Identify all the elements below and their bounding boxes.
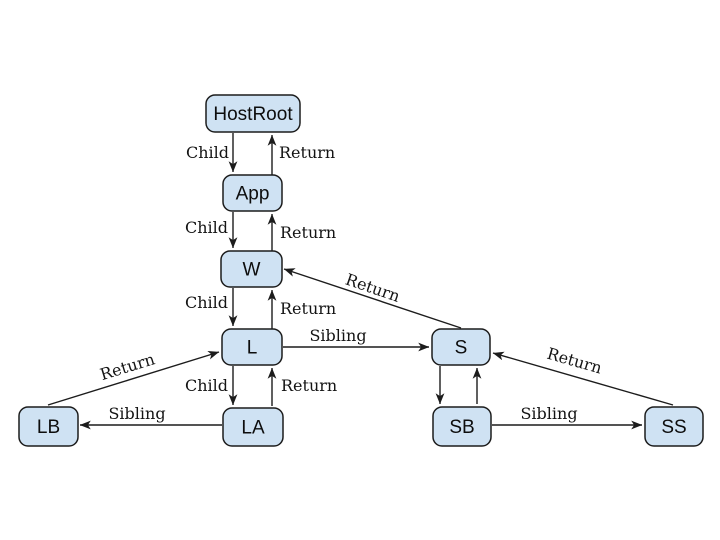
node-label-SB: SB <box>449 417 474 438</box>
edge-label-L-W: Return <box>280 299 336 318</box>
node-App <box>222 174 283 212</box>
node-SS <box>644 406 704 447</box>
edge-label-HostRoot-App: Child <box>186 143 229 162</box>
node-SB <box>432 406 492 447</box>
node-label-LB: LB <box>37 417 60 438</box>
edge-label-W-App: Return <box>280 223 336 242</box>
edge-label-App-W: Child <box>185 218 228 237</box>
node-label-S: S <box>455 338 468 359</box>
edge-label-SB-SS: Sibling <box>520 404 577 423</box>
node-label-W: W <box>243 260 261 281</box>
edge-label-W-L: Child <box>185 293 228 312</box>
node-LA <box>222 407 284 447</box>
node-S <box>431 328 491 366</box>
node-HostRoot <box>205 94 301 133</box>
node-L <box>221 328 283 366</box>
edge-label-L-S: Sibling <box>309 326 366 345</box>
edge-label-App-HostRoot: Return <box>279 143 335 162</box>
edge-label-L-LA: Child <box>185 376 228 395</box>
edge-S-W <box>283 268 462 329</box>
node-label-L: L <box>247 338 258 359</box>
node-LB <box>18 406 79 447</box>
node-label-App: App <box>236 184 270 205</box>
node-label-SS: SS <box>661 417 686 438</box>
edge-label-LA-LB: Sibling <box>108 404 165 423</box>
edge-label-LA-L: Return <box>281 376 337 395</box>
node-W <box>220 250 283 288</box>
node-label-LA: LA <box>241 418 265 439</box>
edge-SS-S <box>492 351 674 406</box>
edge-LB-L <box>47 350 220 406</box>
node-label-HostRoot: HostRoot <box>213 104 293 125</box>
